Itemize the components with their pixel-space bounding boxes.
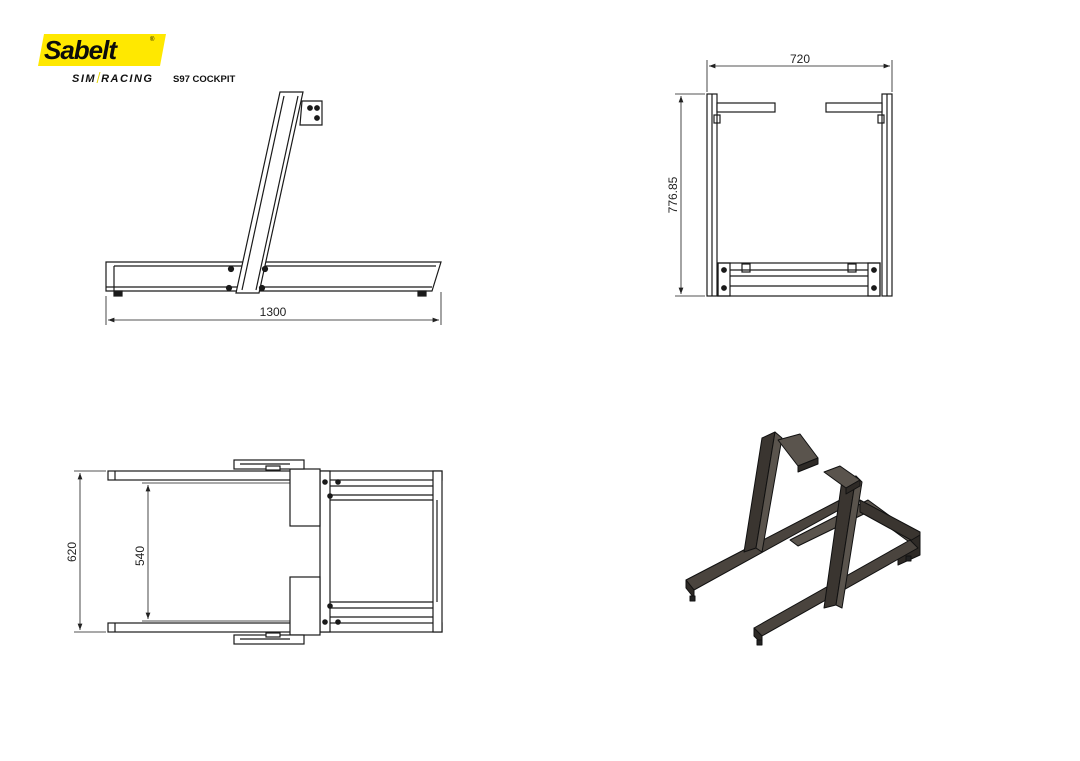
brand-registered: ®: [150, 37, 155, 43]
top-view: [74, 459, 443, 645]
logo-parallelogram: [38, 34, 166, 66]
sim-racing-label: SIM RACING: [72, 72, 153, 85]
top-inner-width-label: 540: [133, 546, 147, 566]
isometric-view: [685, 431, 921, 646]
top-outer-width-label: 620: [65, 542, 79, 562]
brand-name: Sabelt: [44, 35, 117, 65]
racing-label: RACING: [101, 73, 154, 85]
side-view: [105, 91, 442, 325]
sim-label: SIM: [72, 73, 97, 85]
front-height-label: 776.85: [666, 176, 680, 213]
front-view: [675, 60, 893, 297]
side-dimension-label: 1300: [260, 305, 287, 319]
sabelt-logo-badge: [38, 34, 166, 66]
product-title: S97 COCKPIT: [173, 74, 236, 85]
front-width-label: 720: [790, 52, 810, 66]
